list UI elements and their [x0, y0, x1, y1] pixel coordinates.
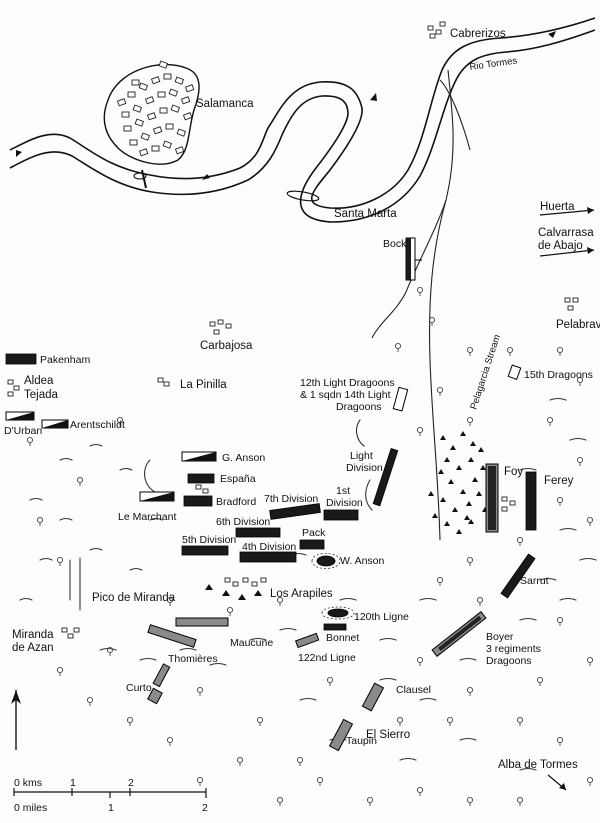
label-rio-tormes: Rio Tormes	[469, 55, 518, 73]
label-light-division-1: Light	[350, 450, 373, 462]
trees	[26, 286, 594, 806]
label-1st-division-1: 1st	[336, 485, 350, 497]
north-arrow-icon	[11, 690, 21, 750]
label-dragoons12-1: 12th Light Dragoons	[300, 377, 395, 389]
label-arentschildt: Arentschildt	[70, 419, 125, 431]
label-1st-division-2: Division	[326, 497, 363, 509]
label-122nd-ligne: 122nd Ligne	[298, 652, 356, 664]
label-sarrut: Sarrut	[520, 575, 549, 587]
label-pelagarcia: Pelagarcia Stream	[468, 333, 503, 411]
label-le-marchant: Le Marchant	[118, 511, 176, 523]
label-w-anson: W. Anson	[340, 555, 385, 567]
scale-miles-0: 0 miles	[14, 802, 47, 814]
label-dragoons15: 15th Dragoons	[524, 369, 593, 381]
label-espana: España	[220, 473, 256, 485]
label-santa-marta: Santa Marta	[334, 208, 397, 220]
label-light-division-2: Division	[346, 462, 383, 474]
label-pelabravo: Pelabravo	[556, 319, 600, 331]
label-dragoons12-3: Dragoons	[336, 401, 382, 413]
label-7th-division: 7th Division	[264, 493, 318, 505]
label-boyer-3: Dragoons	[486, 655, 532, 667]
river-tormes	[9, 17, 596, 223]
label-miranda-1: Miranda	[12, 629, 54, 641]
towns	[7, 21, 579, 639]
label-taupin: Taupin	[346, 735, 377, 747]
label-pack: Pack	[302, 527, 326, 539]
label-4th-division: 4th Division	[242, 541, 296, 553]
label-maucune: Maucune	[230, 637, 273, 649]
label-6th-division: 6th Division	[216, 516, 270, 528]
label-aldea-2: Tejada	[24, 389, 58, 401]
units	[5, 237, 537, 752]
scale-miles-1: 1	[108, 802, 114, 814]
label-bradford: Bradford	[216, 496, 256, 508]
label-pakenham: Pakenham	[40, 354, 90, 366]
label-clausel: Clausel	[396, 684, 431, 696]
label-el-sierro: El Sierro	[366, 729, 410, 741]
label-bock: Bock	[383, 238, 407, 250]
label-los-arapiles: Los Arapiles	[270, 588, 333, 600]
scale-miles-2: 2	[202, 802, 208, 814]
scale-kms-2: 2	[128, 777, 134, 789]
label-cabrerizos: Cabrerizos	[450, 28, 506, 40]
place-labels: Cabrerizos Rio Tormes Salamanca Santa Ma…	[12, 28, 600, 771]
label-carbajosa: Carbajosa	[200, 340, 253, 352]
scale-bar: 0 kms 1 2 0 miles 1 2	[13, 777, 208, 814]
label-g-anson: G. Anson	[222, 452, 265, 464]
label-curto: Curto	[126, 682, 152, 694]
hills	[19, 397, 597, 771]
label-boyer-1: Boyer	[486, 631, 514, 643]
label-salamanca: Salamanca	[196, 98, 254, 110]
streams	[371, 69, 471, 541]
direction-arrows	[539, 207, 595, 791]
label-calvarrasa-2: de Abajo	[538, 240, 583, 252]
label-thomieres: Thomières	[168, 653, 218, 665]
label-pico: Pico de Miranda	[92, 592, 176, 604]
label-miranda-2: de Azan	[12, 642, 54, 654]
label-120th-ligne: 120th Ligne	[354, 611, 409, 623]
label-dragoons12-2: & 1 sqdn 14th Light	[300, 389, 391, 401]
label-durban: D'Urban	[4, 425, 42, 437]
label-alba: Alba de Tormes	[498, 759, 578, 771]
label-ferey: Ferey	[544, 475, 574, 487]
label-foy: Foy	[504, 466, 523, 478]
label-boyer-2: 3 regiments	[486, 643, 541, 655]
scale-kms-1: 1	[70, 777, 76, 789]
label-aldea-1: Aldea	[24, 375, 54, 387]
label-calvarrasa-1: Calvarrasa	[538, 227, 594, 239]
label-la-pinilla: La Pinilla	[180, 379, 227, 391]
label-5th-division: 5th Division	[182, 534, 236, 546]
unit-labels: Bock Pakenham D'Urban Arentschildt 12th …	[4, 238, 593, 747]
label-huerta: Huerta	[540, 201, 575, 213]
label-bonnet: Bonnet	[326, 632, 359, 644]
scale-kms-0: 0 kms	[14, 777, 42, 789]
